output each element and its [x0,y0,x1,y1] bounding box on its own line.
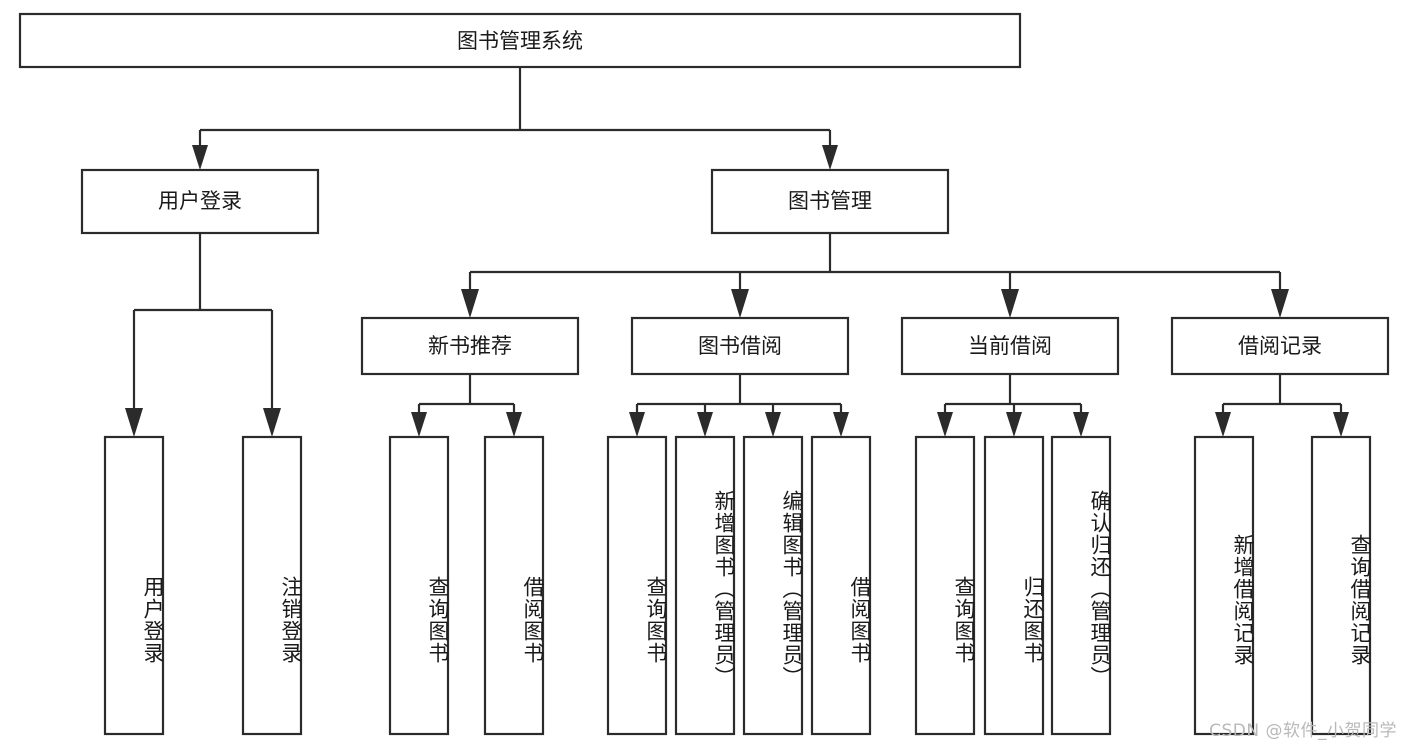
node-leaf-add-record-box[interactable] [1193,435,1255,736]
node-user-login-box[interactable] [80,168,320,235]
arrowhead-borrow-record [1271,289,1289,318]
arrowhead-leaf-query-book-2 [629,412,645,437]
arrowhead-book-borrow [731,289,749,318]
node-current-borrow[interactable]: 当前借阅 [900,316,1120,376]
arrowhead-leaf-query-book-3 [937,412,953,437]
node-book-manage[interactable]: 图书管理 [710,168,950,235]
arrowhead-leaf-query-book-1 [411,412,427,437]
arrowhead-leaf-confirm-return [1073,412,1089,437]
node-leaf-query-record-box[interactable] [1310,435,1372,736]
node-new-book-recommend[interactable]: 新书推荐 [360,316,580,376]
arrowhead-book-manage [822,145,838,170]
node-root[interactable]: 图书管理系统 [18,12,1022,69]
arrowhead-leaf-query-record [1333,412,1349,437]
node-leaf-query-book-2-box[interactable] [606,435,668,736]
node-leaf-add-book-box[interactable] [674,435,736,736]
arrowhead-current-borrow [1001,289,1019,318]
arrowhead-leaf-user-login [125,408,143,437]
csdn-watermark: CSDN @软件_小贺同学 [1209,721,1397,741]
node-user-login[interactable]: 用户登录 [80,168,320,235]
connector-group-root [192,67,838,170]
node-current-borrow-label: 当前借阅 [968,334,1052,358]
node-book-borrow-label: 图书借阅 [698,334,782,358]
arrowhead-leaf-borrow-book-1 [506,412,522,437]
node-book-borrow[interactable]: 图书借阅 [630,316,850,376]
arrowhead-leaf-add-record [1215,412,1231,437]
node-new-book-recommend-box[interactable] [360,316,580,376]
node-book-manage-box[interactable] [710,168,950,235]
node-current-borrow-box[interactable] [900,316,1120,376]
node-leaf-borrow-book-1-box[interactable] [483,435,545,736]
node-leaf-query-book-3-box[interactable] [914,435,976,736]
node-root-label: 图书管理系统 [457,29,583,53]
arrowhead-leaf-edit-book [765,412,781,437]
node-leaf-user-login-box[interactable] [103,435,165,736]
node-user-login-label: 用户登录 [158,189,242,213]
connector-group-borrow-record [1215,374,1349,437]
connector-group-new-book-recommend [411,374,522,437]
node-book-manage-label: 图书管理 [788,189,872,213]
node-leaf-return-book-box[interactable] [983,435,1045,736]
node-borrow-record[interactable]: 借阅记录 [1170,316,1390,376]
node-root-box[interactable] [18,12,1022,69]
node-leaf-confirm-return-box[interactable] [1050,435,1112,736]
node-leaf-edit-book-box[interactable] [742,435,804,736]
arrowhead-new-book-recommend [461,289,479,318]
node-borrow-record-label: 借阅记录 [1238,334,1322,358]
node-leaf-borrow-book-2-box[interactable] [810,435,872,736]
connector-group-current-borrow [937,374,1089,437]
connector-group-book-manage [461,233,1289,318]
connector-group-book-borrow [629,374,849,437]
arrowhead-user-login [192,145,208,170]
node-leaf-logout-login-box[interactable] [241,435,303,736]
arrowhead-leaf-return-book [1006,412,1022,437]
arrowhead-leaf-add-book [697,412,713,437]
arrowhead-leaf-borrow-book-2 [833,412,849,437]
node-borrow-record-box[interactable] [1170,316,1390,376]
connector-group-user-login [125,233,281,437]
node-new-book-recommend-label: 新书推荐 [428,334,512,358]
node-book-borrow-box[interactable] [630,316,850,376]
leaf-boxes [103,435,1372,736]
arrowhead-leaf-logout-login [263,408,281,437]
node-leaf-query-book-1-box[interactable] [388,435,450,736]
